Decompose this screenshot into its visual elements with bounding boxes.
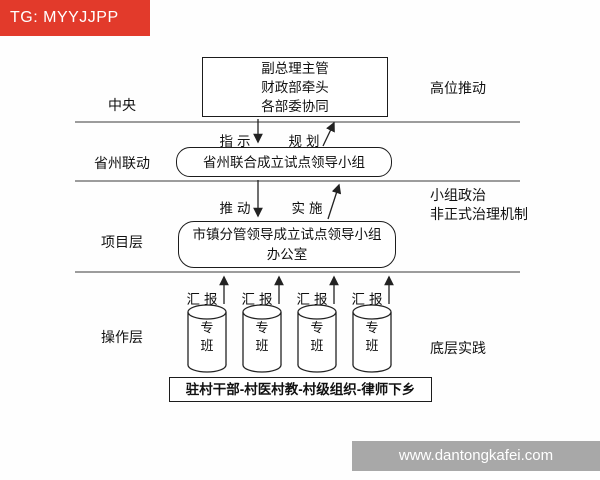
team-cylinder-4 bbox=[352, 304, 392, 373]
tg-watermark-banner: TG: MYYJJPP bbox=[0, 0, 150, 36]
project-office-line2: 办公室 bbox=[266, 246, 308, 262]
team-cylinder-label-2: 专 班 bbox=[252, 319, 272, 355]
layer-label-operation: 操作层 bbox=[101, 329, 143, 345]
arrow-label-push: 推动 bbox=[219, 201, 255, 216]
layer-label-project: 项目层 bbox=[101, 234, 143, 250]
team-cylinder-label-4: 专 班 bbox=[362, 319, 382, 355]
arrow-label-report-3: 汇报 bbox=[296, 292, 332, 307]
flow-arrows bbox=[219, 119, 394, 304]
layer-divider-lines bbox=[75, 121, 520, 273]
project-office-box: 市镇分管领导成立试点领导小组 办公室 bbox=[178, 221, 396, 268]
central-gov-line1: 副总理主管 bbox=[261, 60, 329, 76]
team-cylinders bbox=[187, 304, 392, 373]
annotation-group-politics: 小组政治 bbox=[430, 187, 486, 203]
team-char-2: 班 bbox=[255, 338, 269, 353]
site-watermark-banner: www.dantongkafei.com bbox=[352, 441, 600, 471]
team-cylinder-label-1: 专 班 bbox=[197, 319, 217, 355]
team-char-1: 专 bbox=[365, 320, 379, 335]
team-char-1: 专 bbox=[310, 320, 324, 335]
team-cylinder-3 bbox=[297, 304, 337, 373]
team-char-2: 班 bbox=[200, 338, 214, 353]
annotation-informal-governance: 非正式治理机制 bbox=[430, 206, 528, 222]
team-cylinder-label-3: 专 班 bbox=[307, 319, 327, 355]
team-cylinder-1 bbox=[187, 304, 227, 373]
layer-label-province: 省州联动 bbox=[94, 155, 150, 171]
grassroots-label: 驻村干部-村医村教-村级组织-律师下乡 bbox=[185, 382, 416, 397]
central-gov-line2: 财政部牵头 bbox=[261, 79, 329, 95]
arrow-label-report-4: 汇报 bbox=[351, 292, 387, 307]
annotation-high-level-push: 高位推动 bbox=[430, 80, 486, 96]
project-office-line1: 市镇分管领导成立试点领导小组 bbox=[192, 226, 382, 242]
team-cylinder-2 bbox=[242, 304, 282, 373]
layer-label-central: 中央 bbox=[108, 97, 136, 113]
arrow-label-instruct: 指示 bbox=[219, 134, 255, 149]
team-char-1: 专 bbox=[255, 320, 269, 335]
team-char-1: 专 bbox=[200, 320, 214, 335]
arrow-label-plan: 规划 bbox=[288, 134, 324, 149]
province-group-label: 省州联合成立试点领导小组 bbox=[203, 154, 365, 170]
grassroots-box: 驻村干部-村医村教-村级组织-律师下乡 bbox=[169, 377, 432, 402]
central-gov-line3: 各部委协同 bbox=[261, 98, 329, 114]
arrow-label-report-1: 汇报 bbox=[186, 292, 222, 307]
arrow-label-implement: 实施 bbox=[291, 201, 327, 216]
arrow-implement-up bbox=[327, 183, 342, 220]
arrow-label-report-2: 汇报 bbox=[241, 292, 277, 307]
team-char-2: 班 bbox=[310, 338, 324, 353]
team-char-2: 班 bbox=[365, 338, 379, 353]
central-gov-box: 副总理主管 财政部牵头 各部委协同 bbox=[202, 57, 388, 117]
annotation-grassroots-practice: 底层实践 bbox=[430, 340, 486, 356]
province-group-box: 省州联合成立试点领导小组 bbox=[176, 147, 392, 177]
arrow-plan-up bbox=[322, 121, 335, 147]
